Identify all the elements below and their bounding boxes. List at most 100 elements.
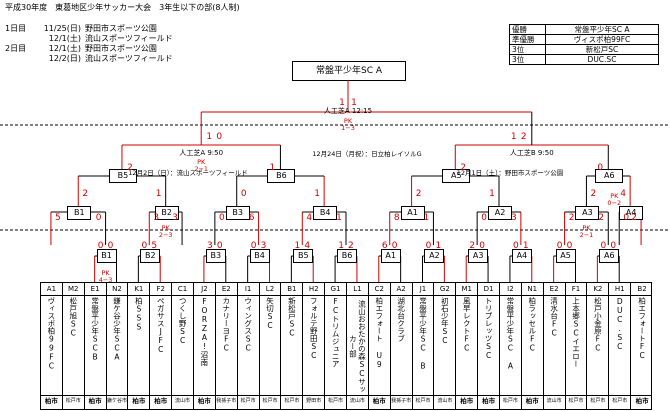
match-label: B3 xyxy=(225,206,250,220)
score: 3 xyxy=(153,213,160,223)
team-place: 柏市 xyxy=(150,395,173,409)
match-label: A6 xyxy=(599,249,620,263)
match-label: A6 xyxy=(595,169,624,183)
score: 0 xyxy=(216,132,223,142)
score: 0 xyxy=(425,241,432,251)
team-place: 柏市 xyxy=(635,397,649,405)
score: 0 xyxy=(623,213,630,223)
team-code: N2 xyxy=(107,283,129,295)
team-code: B2 xyxy=(637,285,647,293)
score: 2 xyxy=(348,241,354,251)
score: 6 xyxy=(381,241,388,251)
team-name: トリプレッツSC xyxy=(478,295,500,395)
team-code: L1 xyxy=(347,283,369,295)
table-divider xyxy=(41,395,651,396)
match-label: A5 xyxy=(555,249,576,263)
team-code: E2 xyxy=(544,283,566,295)
match-label: A3 xyxy=(575,206,600,220)
score: 2 xyxy=(469,241,476,251)
team-place: 松戸市 xyxy=(500,395,522,409)
match-label: A3 xyxy=(468,249,489,263)
team-place: 柏市 xyxy=(369,395,391,409)
team-code: K1 xyxy=(128,283,151,295)
team-name: 上本郷SCイエロー xyxy=(566,295,588,395)
team-code: M2 xyxy=(63,283,85,295)
team-name: 清水台FC xyxy=(544,295,566,395)
match-label: A1 xyxy=(380,249,401,263)
score: 1 xyxy=(338,241,344,251)
score: 3 xyxy=(207,241,213,251)
team-place: 我孫子市 xyxy=(216,395,238,409)
match-label: B2 xyxy=(140,249,161,263)
match-label: A2 xyxy=(424,249,445,263)
schedule-venue: 流山スポーツフィールド xyxy=(85,54,173,63)
team-place: 柏市 xyxy=(41,395,63,409)
match-label: B3 xyxy=(205,249,226,263)
team-name: カナリーヨFC xyxy=(216,295,238,395)
team-place: 鎌ケ谷市 xyxy=(107,395,129,409)
team-place: 松戸市 xyxy=(566,395,588,409)
result-team: DUC.SC xyxy=(545,54,659,65)
score: 1 xyxy=(339,98,345,108)
team-code: C2 xyxy=(369,283,391,295)
team-name: 柏エフォート U9 xyxy=(369,295,391,395)
score: 0 xyxy=(216,241,223,251)
score: 0 xyxy=(95,213,102,223)
score: 0 xyxy=(556,241,563,251)
score: 0 xyxy=(141,241,148,251)
score: 0 xyxy=(107,241,114,251)
score: 0 xyxy=(481,213,488,223)
team-place: 柏市 xyxy=(456,395,479,409)
team-name: 鎌ケ谷少年SCA xyxy=(107,295,129,395)
score: 0 xyxy=(97,241,104,251)
schedule-venue: 野田市スポーツ公園 xyxy=(85,44,157,53)
team-name: 柏SSS xyxy=(128,295,151,395)
score: 1 xyxy=(435,241,442,251)
score: 2 xyxy=(82,189,89,199)
score: 3 xyxy=(260,241,267,251)
team-place: 松戸市 xyxy=(609,395,632,409)
score: 1 xyxy=(489,189,495,199)
venue-note: 12月1日（土）：野田市スポーツ公園 xyxy=(456,169,564,177)
schedule-day: 1日目 xyxy=(5,24,27,33)
score: 0 xyxy=(513,241,519,251)
schedule-date: 11/25(日) xyxy=(43,24,81,33)
match-label: A2 xyxy=(488,206,512,220)
team-place: 柏市 xyxy=(128,395,151,409)
score: 1 xyxy=(351,98,357,108)
team-code: E1 xyxy=(85,283,107,295)
team-code: H2 xyxy=(303,283,326,295)
schedule-row: 12/2(日) 流山スポーツフィールド xyxy=(5,54,173,64)
team-name: 柏エフォートFC xyxy=(637,297,647,360)
score: 2 xyxy=(598,213,605,223)
venue-note: 12月24日（月祝）：日立柏レイソルG xyxy=(312,150,422,158)
score: 1 xyxy=(510,132,517,142)
team-name: 流山おおたかの森SCサッカー部 xyxy=(347,295,369,395)
score: 1 xyxy=(269,163,276,173)
score: 2 xyxy=(590,189,597,199)
score: 1 xyxy=(206,132,213,142)
team-name: 柏ラッセルFC xyxy=(522,295,544,395)
team-place: 柏市 xyxy=(522,395,544,409)
team-name: FORZA!沼南 xyxy=(194,295,216,395)
table-divider xyxy=(41,295,651,296)
team-place: 我孫子市 xyxy=(391,395,413,409)
score: 0 xyxy=(240,189,247,199)
team-code: L2 xyxy=(260,283,282,295)
score: 2 xyxy=(127,163,133,173)
schedule-date: 12/2(日) xyxy=(48,54,81,63)
team-name: FCトリムジュニア xyxy=(325,295,347,395)
team-code: C1 xyxy=(172,283,194,295)
champion-box: 常盤平少年SC A xyxy=(292,61,406,81)
pk-score: PK 4−3 xyxy=(98,269,113,284)
match-label: A4 xyxy=(511,249,532,263)
schedule-row: 12/1(土)流山スポーツフィールド xyxy=(5,34,173,44)
score: 0 xyxy=(566,241,573,251)
match-label: A1 xyxy=(400,206,425,220)
